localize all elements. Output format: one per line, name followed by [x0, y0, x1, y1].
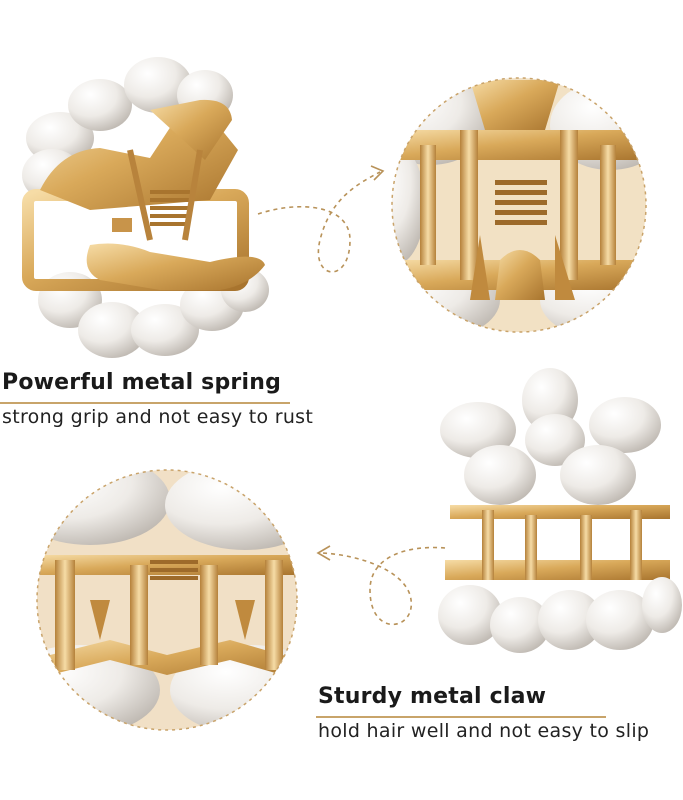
spring-feature-title: Powerful metal spring: [2, 370, 282, 395]
connector-arrow-top: [370, 165, 385, 181]
connector-dashed-top: [257, 171, 381, 273]
spring-closeup-circle: [391, 77, 647, 333]
spring-feature-underline: [0, 402, 290, 404]
claw-feature-title: Sturdy metal claw: [318, 684, 547, 709]
claw-feature-underline: [316, 716, 606, 718]
claw-closeup-circle: [36, 469, 298, 731]
connector-dashed-bottom: [321, 546, 446, 626]
connector-arrow-bottom: [316, 545, 331, 561]
claw-feature-subtitle: hold hair well and not easy to slip: [318, 720, 650, 742]
clip-claw-photo: [438, 368, 682, 653]
spring-feature-subtitle: strong grip and not easy to rust: [2, 406, 314, 428]
clip-spring-photo: [22, 57, 269, 358]
